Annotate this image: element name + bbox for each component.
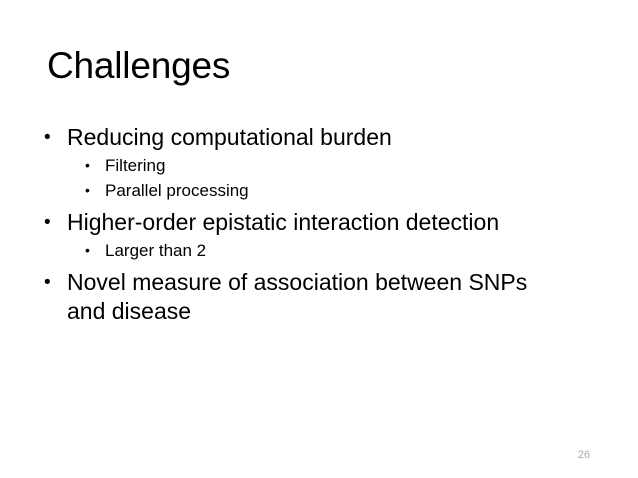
bullet-item-level2: • Filtering: [85, 153, 569, 178]
page-number: 26: [577, 449, 591, 461]
bullet-group: • Reducing computational burden • Filter…: [44, 123, 569, 203]
bullet-text: Higher-order epistatic interaction detec…: [67, 209, 500, 235]
bullet-item-level1: • Higher-order epistatic interaction det…: [44, 208, 569, 237]
bullet-text: Reducing computational burden: [67, 124, 392, 150]
bullet-item-level1: • Novel measure of association between S…: [44, 268, 569, 326]
bullet-item-level1: • Reducing computational burden: [44, 123, 569, 152]
bullet-group: • Higher-order epistatic interaction det…: [44, 208, 569, 263]
bullet-dot-icon: •: [44, 212, 51, 233]
bullet-text: Larger than 2: [105, 241, 207, 260]
bullet-dot-icon: •: [85, 157, 90, 173]
bullet-item-level2: • Parallel processing: [85, 178, 569, 203]
slide-title: Challenges: [47, 45, 231, 86]
bullet-text: Filtering: [105, 156, 166, 175]
bullet-dot-icon: •: [85, 242, 90, 258]
bullet-text: Novel measure of association between SNP…: [67, 269, 528, 324]
bullet-text: Parallel processing: [105, 181, 249, 200]
bullet-item-level2: • Larger than 2: [85, 238, 569, 263]
bullet-group: • Novel measure of association between S…: [44, 268, 569, 326]
bullet-dot-icon: •: [44, 272, 51, 293]
bullet-dot-icon: •: [44, 127, 51, 148]
slide-body: • Reducing computational burden • Filter…: [44, 122, 569, 327]
bullet-dot-icon: •: [85, 182, 90, 198]
